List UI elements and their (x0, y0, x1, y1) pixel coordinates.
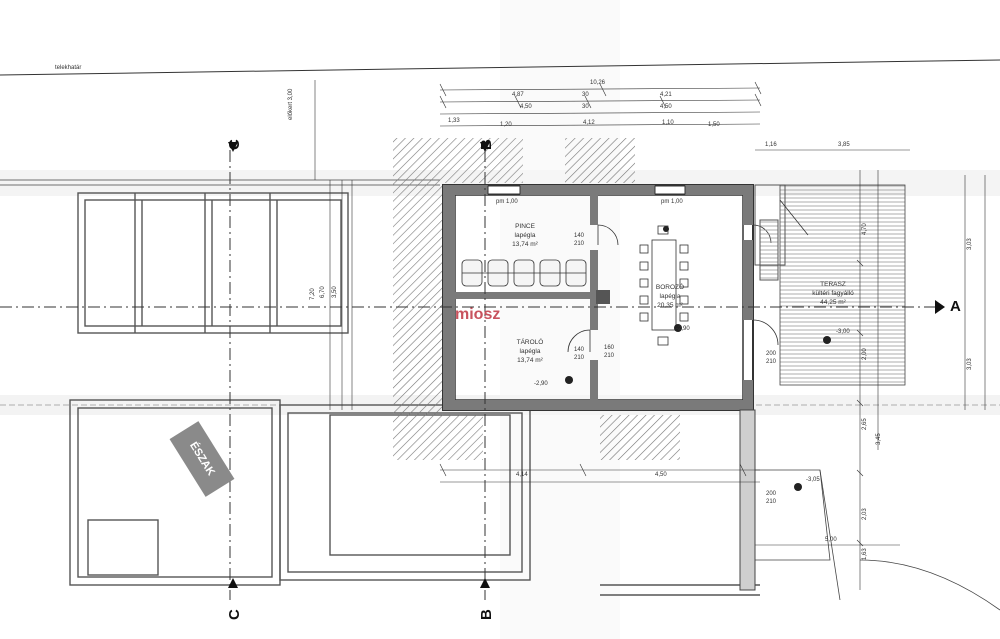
dim-right-b-0: 4,70 (862, 223, 868, 235)
dim-left-0: 7,20 (310, 288, 316, 300)
dining-table (639, 225, 689, 346)
dim-top-total: 10,26 (590, 80, 606, 86)
level-markers (565, 226, 831, 491)
section-b-bottom: B (478, 609, 495, 620)
section-c-bottom: C (226, 609, 243, 620)
dim-left-1: 6,70 (320, 286, 326, 298)
room-borozo-name: BOROZÓ (655, 284, 685, 291)
dim-top-r3-1: 1,20 (500, 122, 512, 128)
dim-right-a-1: 1,16 (765, 142, 777, 148)
room-pince: PINCE lapégla 13,74 m² (500, 222, 550, 249)
dim-right-a-0: 3,85 (838, 142, 850, 148)
room-pince-area: 13,74 m² (512, 241, 538, 248)
door-2-h: 210 (604, 353, 615, 359)
lot-boundary-line (0, 59, 1000, 76)
dim-top-r1-1: 30 (582, 92, 589, 98)
dim-top-r2-0: 4,50 (520, 104, 532, 110)
dim-right-b-3: 3,03 (967, 358, 973, 370)
dim-bottom-b-0: 5,00 (825, 537, 837, 543)
room-terasz: TERASZ kültéri fagyálló 44,25 m² (798, 280, 868, 307)
lot-boundary-label: telekhatár (55, 65, 82, 71)
level-terasz: -3,00 (836, 329, 850, 335)
section-markers (228, 142, 945, 588)
dim-top-r3-4: 1,50 (708, 122, 720, 128)
level-borozo: -2,90 (676, 326, 690, 332)
terrace-deck (779, 184, 906, 386)
dim-bottom-0: 4,14 (516, 472, 528, 478)
door-1-h: 210 (574, 241, 585, 247)
room-tarolo-name: TÁROLÓ (516, 339, 544, 346)
room-tarolo: TÁROLÓ lapégla 13,74 m² (505, 338, 555, 365)
room-tarolo-area: 13,74 m² (517, 357, 543, 364)
level-tarolo: -2,90 (534, 381, 548, 387)
room-terasz-name: TERASZ (820, 281, 846, 288)
dim-right-b-6: 2,03 (862, 508, 868, 520)
dimension-lines (314, 80, 986, 590)
window-label-2: pm 1,00 (661, 199, 683, 205)
section-b-top: B (478, 139, 495, 150)
room-tarolo-material: lapégla (519, 348, 541, 355)
door-2-w: 160 (604, 345, 615, 351)
door-4-h: 210 (766, 359, 777, 365)
column (596, 290, 610, 304)
watermark: miosz (455, 306, 501, 323)
dim-top-r3-3: 1,10 (662, 120, 674, 126)
room-borozo: BOROZÓ lapégla 20,35 m² (640, 283, 700, 310)
dim-right-b-4: 2,65 (862, 418, 868, 430)
section-a-right: A (950, 298, 961, 315)
earth-hatch-left (393, 138, 443, 460)
room-pince-name: PINCE (515, 223, 535, 230)
door-1-w: 140 (574, 233, 585, 239)
room-terasz-material: kültéri fagyálló (812, 290, 854, 297)
dim-top-r2-1: 30 (582, 104, 589, 110)
room-pince-material: lapégla (514, 232, 536, 239)
section-c-top: C (226, 139, 243, 150)
dim-top-r1-2: 4,21 (660, 92, 672, 98)
dim-right-b-2: 2,00 (862, 348, 868, 360)
door-3-w: 140 (574, 347, 585, 353)
window-label-1: pm 1,00 (496, 199, 518, 205)
dim-top-r1-0: 4,87 (512, 92, 524, 98)
room-borozo-area: 20,35 m² (657, 302, 683, 309)
level-outside: -3,05 (806, 477, 820, 483)
dim-right-b-5: 3,45 (876, 433, 882, 445)
door-5-h: 210 (766, 499, 777, 505)
dim-top-r3-2: 4,12 (583, 120, 595, 126)
door-3-h: 210 (574, 355, 585, 361)
section-lines (0, 150, 935, 600)
dim-bottom-1: 4,50 (655, 472, 667, 478)
dim-right-b-1: 3,03 (967, 238, 973, 250)
setback-label: előkert 3,00 (288, 88, 294, 120)
foundation-outline (69, 192, 760, 596)
room-terasz-area: 44,25 m² (820, 299, 846, 306)
dim-top-r3-0: 1,33 (448, 118, 460, 124)
door-4-w: 200 (766, 351, 777, 357)
retaining-wall (739, 409, 756, 591)
door-5-w: 200 (766, 491, 777, 497)
storage-barrels (461, 259, 587, 287)
dim-left-2: 3,50 (332, 286, 338, 298)
dim-top-r2-2: 4,50 (660, 104, 672, 110)
room-borozo-material: lapégla (659, 293, 681, 300)
dim-right-b-7: 1,63 (862, 548, 868, 560)
